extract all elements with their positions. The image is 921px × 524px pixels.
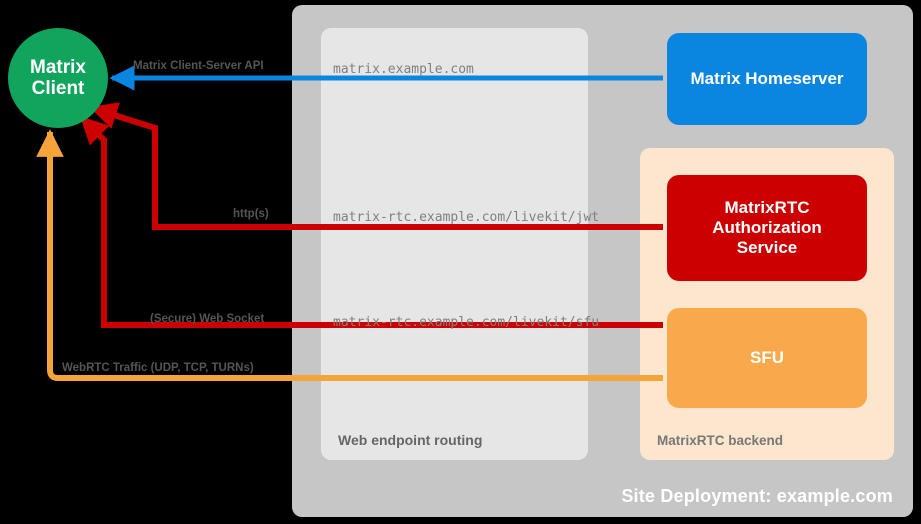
matrix-client-line2: Client: [31, 78, 85, 99]
edge-sfu-websocket: [79, 115, 663, 328]
node-matrix-homeserver[interactable]: Matrix Homeserver: [667, 33, 867, 125]
matrix-client-line1: Matrix: [30, 56, 86, 78]
node-sfu[interactable]: SFU: [667, 308, 867, 408]
edge-jwt-http: [89, 102, 663, 230]
site-deployment-label: Site Deployment: example.com: [621, 486, 893, 506]
edge-label-http: http(s): [233, 208, 269, 220]
web-endpoint-routing-label: Web endpoint routing: [338, 432, 483, 448]
web-endpoint-routing-container: Web endpoint routing: [321, 28, 588, 460]
matrix-homeserver-label: Matrix Homeserver: [690, 68, 844, 88]
matrixrtc-backend-label: MatrixRTC backend: [657, 433, 784, 448]
edge-label-webrtc: WebRTC Traffic (UDP, TCP, TURNs): [62, 362, 254, 374]
endpoint-livekit-sfu: matrix-rtc.example.com/livekit/sfu: [333, 315, 600, 330]
node-matrix-client[interactable]: Matrix Client: [8, 28, 108, 128]
auth-line3: Service: [736, 238, 798, 258]
sfu-label: SFU: [750, 347, 784, 367]
edge-webrtc-media: [36, 129, 663, 381]
endpoint-livekit-jwt: matrix-rtc.example.com/livekit/jwt: [333, 210, 600, 225]
auth-line2: Authorization: [712, 217, 822, 237]
endpoint-matrix-example-com: matrix.example.com: [333, 62, 474, 77]
edge-label-client-server-api: Matrix Client-Server API: [133, 60, 264, 72]
node-matrixrtc-authorization-service[interactable]: MatrixRTC Authorization Service: [667, 175, 867, 281]
edge-label-websocket: (Secure) Web Socket: [150, 313, 265, 325]
auth-line1: MatrixRTC: [724, 197, 810, 217]
